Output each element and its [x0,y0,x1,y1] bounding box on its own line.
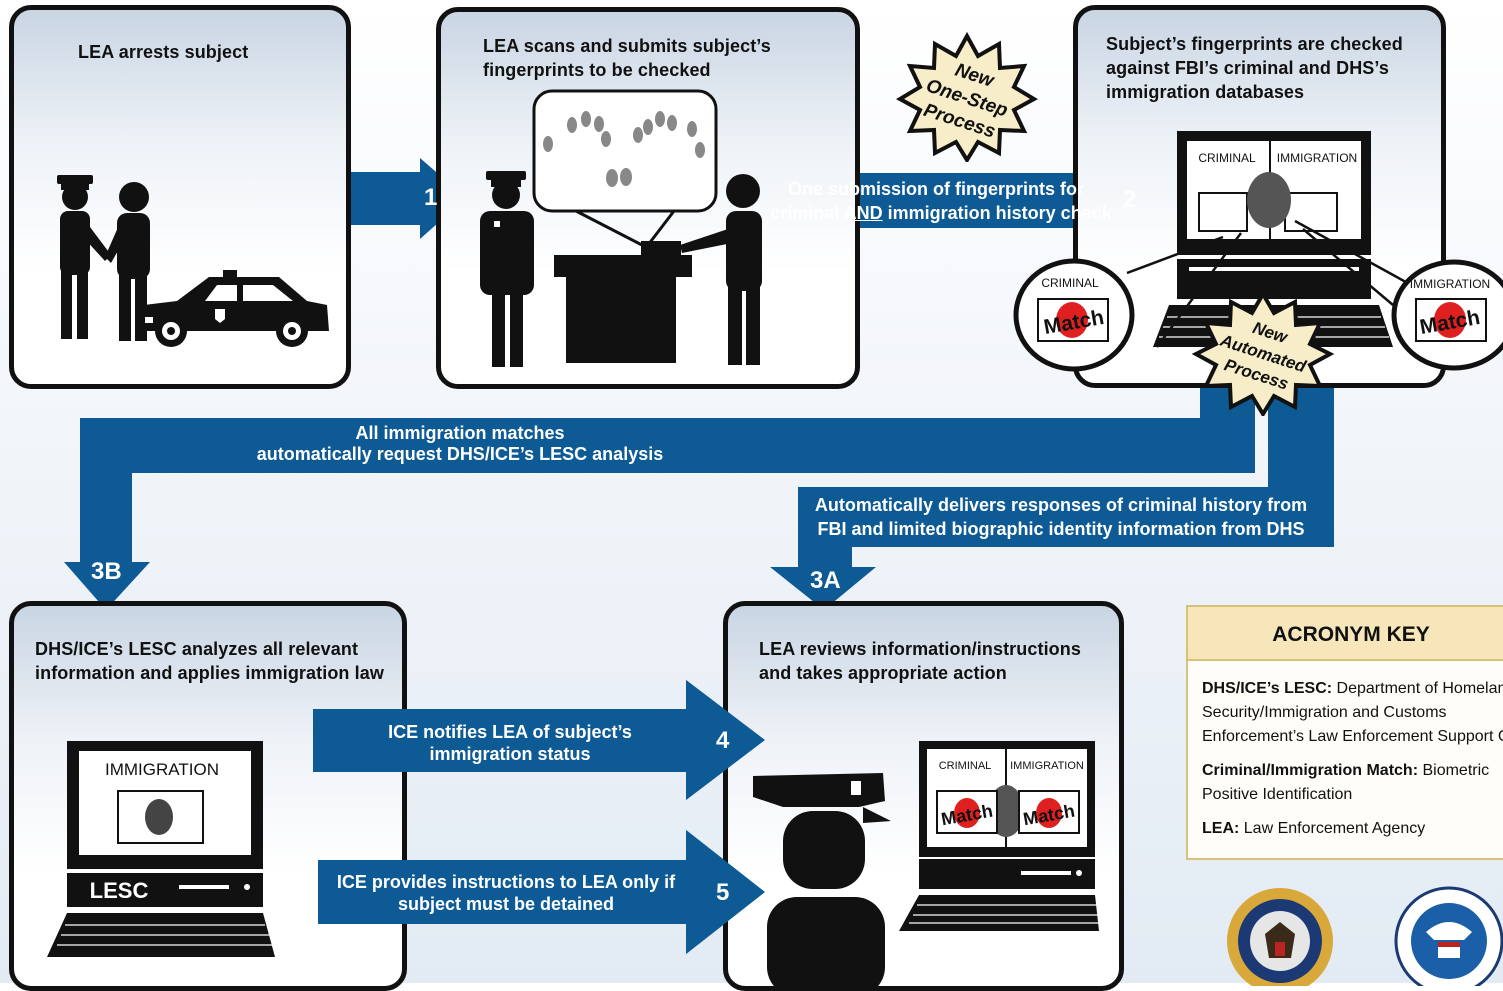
arrow-1-number: 1 [424,184,438,211]
db-fingerprint [1247,172,1291,228]
panel-step-scan: LEA scans and submits subject’s fingerpr… [436,7,860,389]
criminal-match-label: CRIMINAL [1041,276,1099,290]
immigration-match-bubble: IMMIGRATION Match [1391,259,1503,371]
panel-step-arrest-title: LEA arrests subject [78,42,249,62]
scanned-subject [680,174,762,365]
lesc-computer-label: LESC [90,878,149,903]
arrow-4-text-line2: immigration status [429,744,591,764]
panel-step-lesc-title-1: DHS/ICE’s LESC analyzes all relevant [35,639,359,659]
arrow-3a-text-line2: FBI and limited biographic identity info… [817,519,1305,539]
arrow-4-text-line1: ICE notifies LEA of subject’s [388,722,632,742]
arrow-2-text-line2: criminal AND immigration history check [766,202,1116,225]
lea-screen-label-criminal: CRIMINAL [939,760,992,772]
panel-step-lea-review-title-2: and takes appropriate action [759,663,1007,683]
database-computer-illustration: CRIMINAL IMMIGRATION [1126,131,1434,348]
db-screen-label-criminal: CRIMINAL [1198,151,1256,165]
arrow-3b-text-line1: All immigration matches [355,423,565,443]
doj-seal-icon [1227,888,1333,986]
arrow-4-number: 4 [716,727,730,754]
police-car [144,270,329,347]
arrow-3a-text-line1: Automatically delivers responses of crim… [814,495,1308,515]
arrow-2-text-post: immigration history check [882,203,1112,223]
acronym-key-def-lesc-c: Enforcement’s Law Enforcement Support Ce… [1202,728,1503,745]
acronym-key: ACRONYM KEY DHS/ICE’s LESC: Department o… [1186,605,1503,860]
immigration-match-label: IMMIGRATION [1410,277,1490,291]
arrow-3b-shape [64,380,1255,610]
panel-step-database-title-1: Subject’s fingerprints are checked [1106,34,1403,54]
lesc-screen-label: IMMIGRATION [105,760,219,779]
lea-screen-label-immigration: IMMIGRATION [1010,760,1084,772]
db-screen-label-immigration: IMMIGRATION [1277,151,1357,165]
scan-illustration [480,89,762,367]
fingerprint-card [532,89,718,213]
arrow-3b-text-line2: automatically request DHS/ICE’s LESC ana… [256,444,664,464]
lesc-computer-illustration: IMMIGRATION LESC [47,741,275,957]
arrest-illustration [57,175,329,347]
arrow-2-text-line1: One submission of fingerprints for [787,179,1084,199]
db-folder-left [1198,192,1248,232]
arrow-2-shape [765,156,1166,242]
lesc-fingerprint [145,799,173,835]
panel-step-arrest: LEA arrests subject [9,5,351,389]
acronym-key-term-lesc: DHS/ICE’s LESC: [1202,680,1333,697]
dhs-seal-icon [1394,886,1503,986]
arrow-3a-number: 3A [810,567,841,594]
scanner-desk [554,241,692,363]
reviewing-officer [753,773,891,986]
officer-figure [57,175,111,339]
acronym-key-item-match: Criminal/Immigration Match: Biometric Po… [1202,759,1503,807]
panel-step-lea-review-title-1: LEA reviews information/instructions [759,639,1081,659]
arrow-2-text-pre: criminal [770,203,844,223]
arrow-3b-number: 3B [91,558,122,585]
arrow-5-text-line2: subject must be detained [397,894,615,914]
lea-review-illustration: CRIMINAL IMMIGRATION Match Match [753,741,1099,986]
fingerprint-marks [543,111,705,187]
acronym-key-term-lea: LEA: [1202,820,1240,837]
arrow-2-text-and: AND [843,203,883,223]
panel-step-lesc-title-2: information and applies immigration law [35,663,384,683]
acronym-key-term-match: Criminal/Immigration Match: [1202,762,1419,779]
acronym-key-item-lesc: DHS/ICE’s LESC: Department of Homeland S… [1202,677,1503,749]
panel-step-lea-review: LEA reviews information/instructions and… [723,601,1124,991]
criminal-match-bubble: CRIMINAL Match [1013,258,1135,372]
acronym-key-def-lesc-a: Department of Homeland [1332,680,1503,697]
arrow-5-number: 5 [716,879,730,906]
badge-automated-process: New Automated Process [1192,290,1334,416]
subject-figure [105,182,150,341]
arrow-5-text-line1: ICE provides instructions to LEA only if [336,872,676,892]
panel-step-database-title-2: against FBI’s criminal and DHS’s [1106,58,1389,78]
acronym-key-def-match-a: Biometric [1418,762,1490,779]
panel-step-scan-title-1: LEA scans and submits subject’s [483,36,771,56]
badge-one-step-process: New One-Step Process [896,32,1038,162]
arrow-2-number: 2 [1123,186,1137,213]
acronym-key-title: ACRONYM KEY [1188,607,1503,661]
scanning-officer [480,171,534,367]
panel-step-scan-title-2: fingerprints to be checked [483,60,711,80]
acronym-key-def-lesc-b: Security/Immigration and Customs [1202,704,1447,721]
acronym-key-item-lea: LEA: Law Enforcement Agency [1202,817,1503,841]
acronym-key-def-match-b: Positive Identification [1202,786,1353,803]
panel-step-database-title-3: immigration databases [1106,82,1305,102]
acronym-key-def-lea: Law Enforcement Agency [1239,820,1426,837]
panel-step-lesc-analysis: DHS/ICE’s LESC analyzes all relevant inf… [9,601,407,991]
